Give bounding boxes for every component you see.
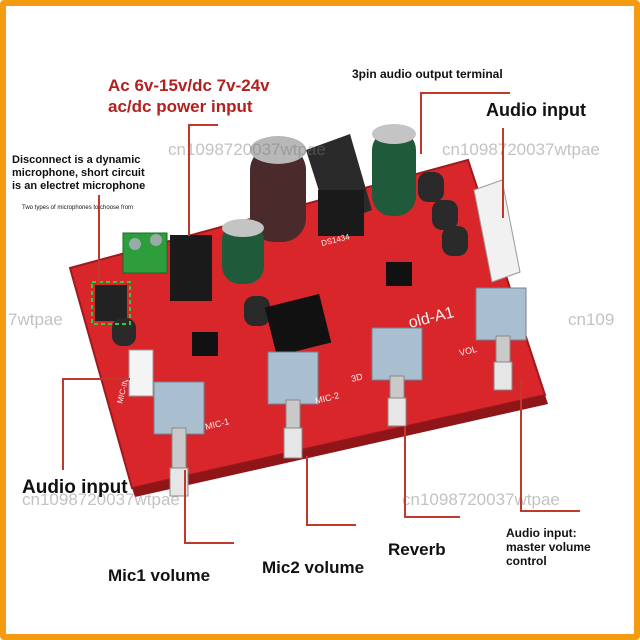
lead-line-audio-left-h (62, 378, 130, 380)
lead-line-mic2 (306, 456, 308, 524)
capacitor-top (222, 219, 264, 237)
ic-chip (386, 262, 412, 286)
watermark-text: 7wtpae (8, 310, 63, 329)
reverb-label: Reverb (388, 540, 446, 559)
capacitor-top (372, 124, 416, 144)
lead-line-power (188, 124, 190, 236)
mic-note-line3: is an electret microphone (12, 180, 146, 192)
master-label-line1: Audio input: (506, 526, 577, 540)
terminal-screw (150, 234, 162, 246)
watermark-text: cn109 (568, 310, 615, 329)
master-label-line3: control (506, 554, 547, 568)
pcb-edge (132, 395, 548, 497)
terminal-screw (129, 238, 141, 250)
pot-mic1 (153, 381, 205, 497)
power-label-line1: Ac 6v-15v/dc 7v-24v (108, 76, 270, 95)
ic-chip (192, 332, 218, 356)
regulator (318, 190, 364, 236)
lead-line-reverb (404, 426, 406, 518)
ic-chip-main (264, 293, 332, 357)
mic1-volume-label: Mic1 volume (108, 566, 211, 585)
mic-jumper (95, 285, 127, 321)
silkscreen-volume: VOL (458, 344, 478, 358)
audio-input-connector (473, 179, 521, 283)
capacitor-small (442, 226, 468, 256)
lead-line-mic1 (184, 470, 186, 542)
lead-line-master-h (520, 510, 580, 512)
mic-types-note: Two types of microphones to choose from (22, 205, 134, 211)
audio-input-left-label: Audio input (22, 477, 128, 498)
silkscreen-reverb: 3D (350, 371, 364, 384)
pot-master-volume (475, 287, 527, 391)
mic-note-line2: microphone, short circuit (12, 167, 145, 179)
capacitor-small (432, 200, 458, 230)
capacitor-small (418, 172, 444, 202)
lead-line-power-h (188, 124, 218, 126)
mic-note-line1: Disconnect is a dynamic (12, 154, 141, 166)
jumper-highlight (91, 281, 131, 325)
lead-line-output-h (420, 92, 510, 94)
lead-line-reverb-h (404, 516, 460, 518)
lead-line-mic2-h (306, 524, 356, 526)
pot-mic2 (267, 351, 319, 459)
mic2-volume-label: Mic2 volume (262, 558, 365, 577)
lead-line-mic1-h (184, 542, 234, 544)
output-terminal-label: 3pin audio output terminal (352, 67, 503, 81)
lead-line-audio-left (62, 378, 64, 470)
lead-line-master (520, 380, 522, 512)
power-label-line2: ac/dc power input (108, 97, 253, 116)
capacitor-large (372, 130, 416, 216)
power-ic (170, 235, 212, 301)
capacitor-large (250, 146, 306, 242)
capacitor-small (244, 296, 270, 326)
pot-reverb (371, 327, 423, 427)
lead-line-audio-top (502, 128, 504, 218)
mic-in-connector (128, 349, 154, 397)
watermark-text: cn1098720037wtpae (22, 490, 180, 509)
capacitor-medium (222, 222, 264, 284)
lead-line-output (420, 92, 422, 154)
master-label-line2: master volume (506, 540, 591, 554)
audio-input-top-label: Audio input (486, 100, 586, 120)
lead-line-mic-note (98, 195, 100, 285)
watermark-text: cn1098720037wtpae (442, 140, 600, 159)
watermark-text: cn1098720037wtpae (168, 140, 326, 159)
capacitor-top (250, 136, 306, 164)
